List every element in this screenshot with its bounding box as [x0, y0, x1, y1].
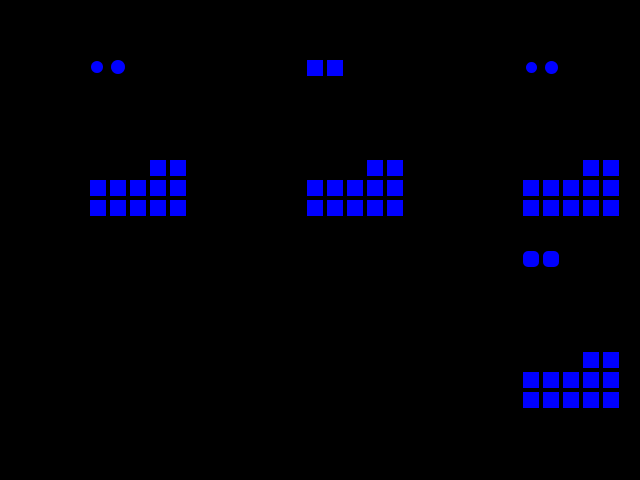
block-tile: [603, 200, 619, 216]
block-tile: [170, 180, 186, 196]
block-tile: [583, 392, 599, 408]
block-tile: [603, 372, 619, 388]
block-tile: [543, 392, 559, 408]
block-grid: [523, 352, 619, 408]
marker-row: [307, 60, 343, 76]
block-grid: [90, 160, 186, 216]
block-tile: [543, 180, 559, 196]
block-grid: [307, 160, 403, 216]
block-tile: [367, 180, 383, 196]
block-tile: [110, 180, 126, 196]
block-tile: [150, 180, 166, 196]
block-tile: [523, 372, 539, 388]
circle-marker-icon: [526, 62, 537, 73]
block-tile: [523, 200, 539, 216]
block-tile: [90, 180, 106, 196]
block-tile: [307, 180, 323, 196]
block-tile: [347, 180, 363, 196]
block-tile: [110, 200, 126, 216]
block-tile: [583, 352, 599, 368]
block-grid: [523, 160, 619, 216]
circle-marker-icon: [91, 61, 103, 73]
block-tile: [170, 200, 186, 216]
block-tile: [603, 352, 619, 368]
marker-row: [91, 60, 125, 74]
block-tile: [327, 180, 343, 196]
block-tile: [90, 200, 106, 216]
circle-marker-icon: [545, 61, 558, 74]
block-tile: [523, 180, 539, 196]
block-tile: [523, 392, 539, 408]
block-tile: [563, 200, 579, 216]
block-tile: [387, 180, 403, 196]
block-tile: [130, 200, 146, 216]
rounded-marker-icon: [543, 251, 559, 267]
marker-row: [526, 61, 558, 74]
circle-marker-icon: [111, 60, 125, 74]
block-tile: [170, 160, 186, 176]
block-tile: [150, 160, 166, 176]
block-tile: [307, 200, 323, 216]
block-tile: [543, 200, 559, 216]
block-tile: [603, 160, 619, 176]
marker-row: [523, 251, 559, 267]
block-tile: [543, 372, 559, 388]
block-tile: [603, 392, 619, 408]
block-tile: [387, 160, 403, 176]
block-tile: [563, 392, 579, 408]
block-tile: [563, 372, 579, 388]
block-tile: [347, 200, 363, 216]
rounded-marker-icon: [523, 251, 539, 267]
block-tile: [130, 180, 146, 196]
block-tile: [563, 180, 579, 196]
block-tile: [327, 200, 343, 216]
block-tile: [387, 200, 403, 216]
block-tile: [583, 372, 599, 388]
square-marker-icon: [327, 60, 343, 76]
block-tile: [583, 160, 599, 176]
block-tile: [583, 200, 599, 216]
block-tile: [603, 180, 619, 196]
square-marker-icon: [307, 60, 323, 76]
block-tile: [367, 160, 383, 176]
block-tile: [367, 200, 383, 216]
block-tile: [583, 180, 599, 196]
block-tile: [150, 200, 166, 216]
